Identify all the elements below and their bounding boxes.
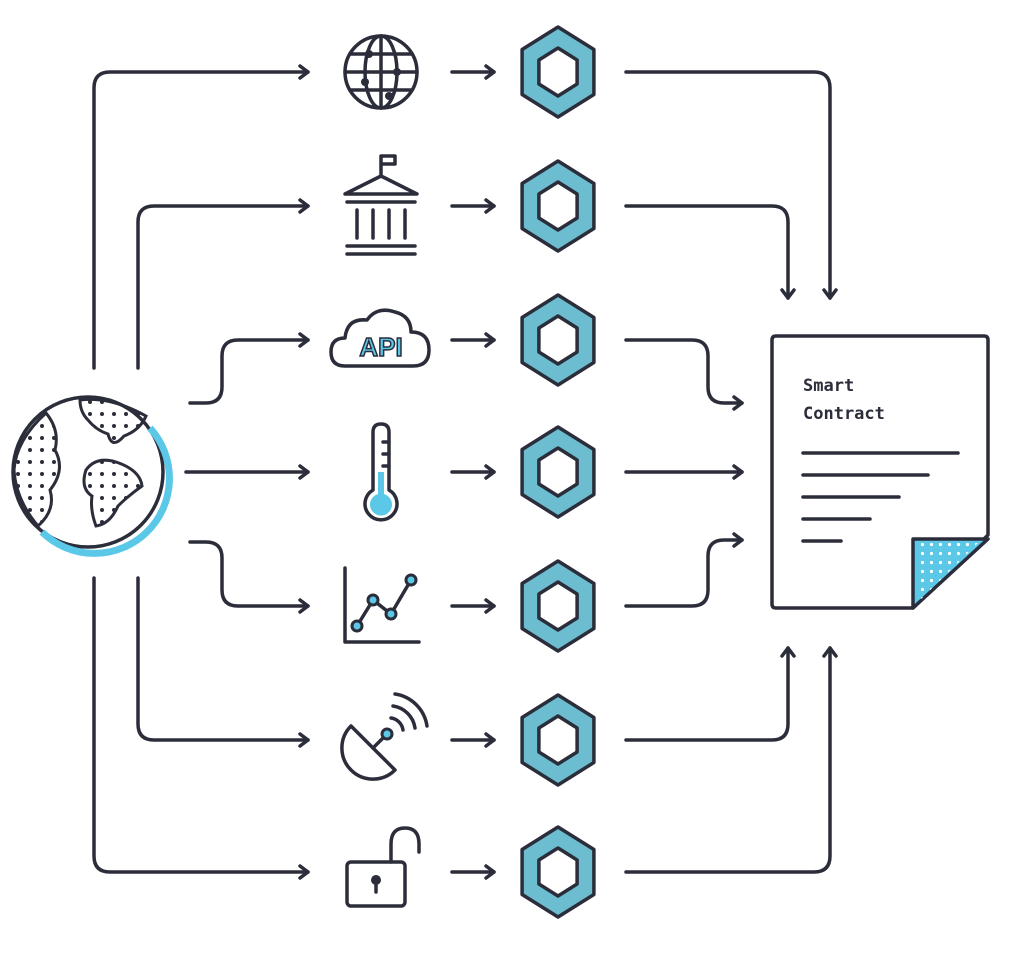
contract-title-line2: Contract	[803, 404, 885, 424]
chainlink-hexagon-icon	[520, 159, 596, 253]
chainlink-hexagon-icon	[520, 293, 596, 387]
smart-contract-document: Smart Contract	[770, 334, 990, 610]
government-building-icon	[343, 154, 419, 256]
open-padlock-icon	[345, 826, 421, 908]
contract-title-line1: Smart	[803, 376, 854, 396]
source-connectors	[92, 64, 310, 880]
api-label: API	[359, 332, 402, 362]
earth-globe-icon	[11, 395, 173, 557]
chainlink-hexagon-icon	[520, 559, 596, 653]
line-chart-icon	[343, 566, 421, 644]
satellite-dish-icon	[340, 692, 429, 781]
node-arrows	[450, 64, 496, 880]
thermometer-icon	[363, 422, 399, 522]
contract-connectors	[624, 70, 838, 874]
chainlink-hexagon-icon	[520, 425, 596, 519]
chainlink-hexagon-icon	[520, 25, 596, 119]
globe-network-icon	[343, 34, 419, 110]
chainlink-hexagon-icon	[520, 825, 596, 919]
api-cloud-icon: API	[329, 308, 431, 368]
chainlink-hexagon-icon	[520, 693, 596, 787]
oracle-nodes	[520, 25, 596, 919]
